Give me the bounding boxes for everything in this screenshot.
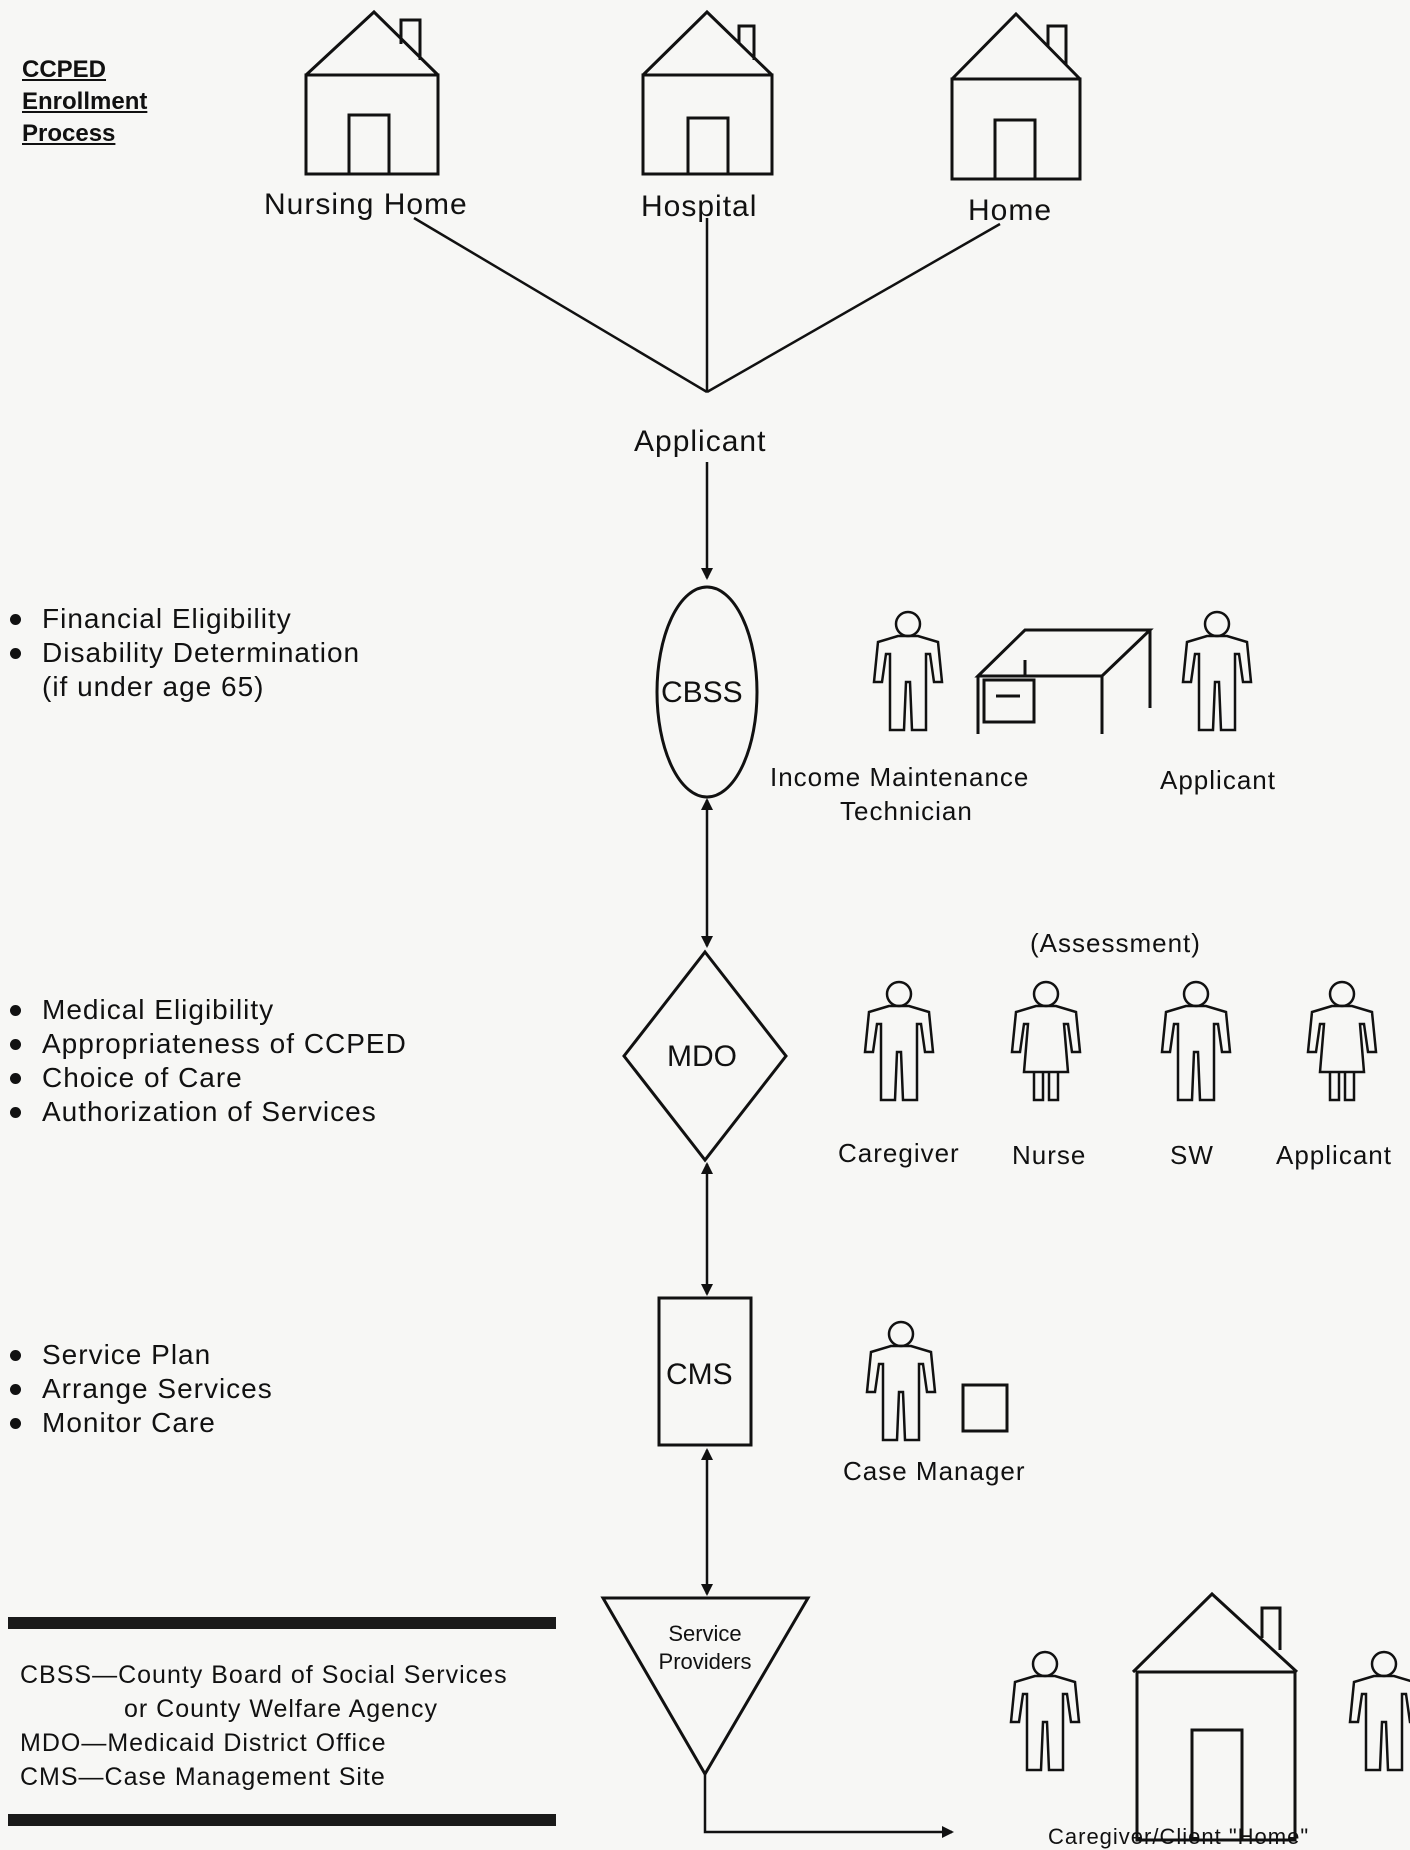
sw-label: SW [1170, 1140, 1214, 1170]
home-label: Home [968, 194, 1053, 227]
cms-task-list: Service Plan Arrange Services Monitor Ca… [4, 1338, 273, 1440]
caregiver-person-icon [863, 980, 935, 1102]
caregiver-client-home-label: Caregiver/Client "Home" [1048, 1824, 1310, 1849]
cms-task-item: Service Plan [4, 1338, 273, 1372]
client-home-house-icon [1131, 1591, 1299, 1842]
mdo-task-item: Choice of Care [4, 1061, 407, 1095]
legend-line-cbss-alt: or County Welfare Agency [124, 1695, 438, 1723]
cms-task-item: Monitor Care [4, 1406, 273, 1440]
mdo-node-label: MDO [667, 1040, 737, 1073]
cbss-applicant-label: Applicant [1160, 765, 1276, 795]
assessment-heading: (Assessment) [1030, 928, 1201, 958]
cms-node-shape [657, 1296, 753, 1447]
title-line-3: Process [22, 120, 116, 147]
nursing-home-label: Nursing Home [264, 188, 468, 221]
legend-line-mdo: MDO—Medicaid District Office [20, 1729, 387, 1757]
cbss-task-list: Financial Eligibility Disability Determi… [4, 602, 360, 704]
assessment-applicant-label: Applicant [1276, 1140, 1392, 1170]
sw-person-icon [1160, 980, 1232, 1102]
hospital-house-icon [641, 9, 774, 176]
legend-top-rule [8, 1617, 556, 1629]
cbss-node-shape [655, 585, 759, 799]
legend-bottom-rule [8, 1814, 556, 1826]
mdo-node-shape [622, 949, 788, 1163]
cms-task-item: Arrange Services [4, 1372, 273, 1406]
case-manager-label: Case Manager [843, 1456, 1026, 1486]
technician-label-line-1: Income Maintenance [770, 762, 1030, 792]
legend-line-cbss: CBSS—County Board of Social Services [20, 1661, 508, 1689]
source-to-applicant-lines [413, 216, 1001, 394]
technician-label-line-2: Technician [840, 796, 973, 826]
mdo-task-item: Authorization of Services [4, 1095, 407, 1129]
case-manager-box-icon [961, 1383, 1009, 1433]
mdo-task-item: Appropriateness of CCPED [4, 1027, 407, 1061]
service-providers-line-2: Providers [658, 1649, 752, 1674]
providers-to-home-arrow [703, 1774, 954, 1838]
case-manager-person-icon [865, 1320, 937, 1442]
diagram-title: CCPED Enrollment Process [22, 54, 147, 150]
service-providers-node-label: Service Providers [651, 1620, 759, 1676]
desk-icon [974, 628, 1154, 734]
final-caregiver-person-icon [1009, 1650, 1081, 1772]
nursing-home-house-icon [304, 9, 440, 176]
cbss-applicant-person-icon [1181, 610, 1253, 732]
applicant-label: Applicant [634, 425, 767, 458]
home-house-icon [950, 11, 1082, 181]
mdo-task-item: Medical Eligibility [4, 993, 407, 1027]
final-client-person-icon [1348, 1650, 1410, 1772]
cbss-task-item: Financial Eligibility [4, 602, 360, 636]
cbss-node-label: CBSS [661, 676, 743, 709]
mdo-task-list: Medical Eligibility Appropriateness of C… [4, 993, 407, 1129]
legend-line-cms: CMS—Case Management Site [20, 1763, 386, 1791]
service-providers-node-shape [600, 1596, 811, 1777]
service-providers-line-1: Service [668, 1621, 742, 1646]
title-line-1: CCPED [22, 56, 107, 83]
caregiver-label: Caregiver [838, 1138, 960, 1168]
cms-node-label: CMS [666, 1358, 733, 1391]
technician-person-icon [872, 610, 944, 732]
nurse-label: Nurse [1012, 1140, 1087, 1170]
cbss-task-note: (if under age 65) [42, 671, 265, 702]
assessment-applicant-person-icon [1306, 980, 1378, 1102]
nurse-person-icon [1010, 980, 1082, 1102]
legend: CBSS—County Board of Social Services or … [20, 1658, 508, 1794]
title-line-2: Enrollment [22, 88, 148, 115]
hospital-label: Hospital [641, 190, 758, 223]
cbss-task-item: Disability Determination [4, 636, 360, 670]
